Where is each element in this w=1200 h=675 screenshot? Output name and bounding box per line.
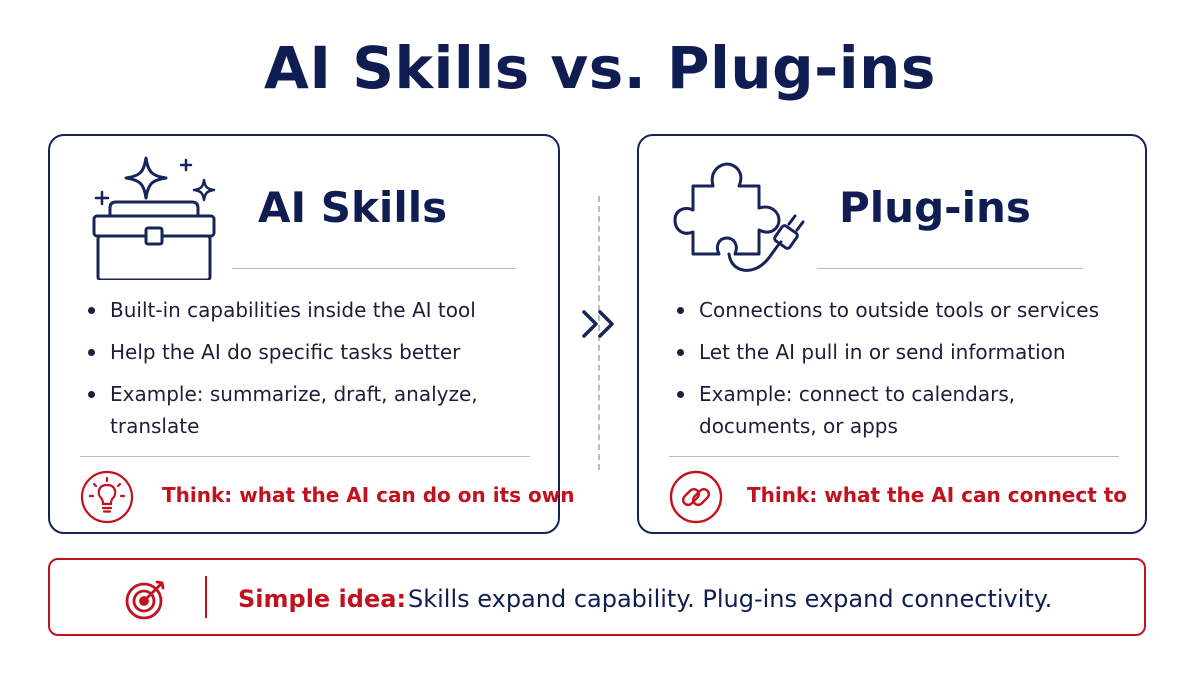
toolbox-sparkle-icon <box>92 156 216 280</box>
simple-idea-text: Skills expand capability. Plug-ins expan… <box>408 585 1053 613</box>
double-chevron-right-icon <box>582 310 614 338</box>
plug-ins-bullets: Connections to outside tools or services… <box>675 294 1115 452</box>
bullet-item: Help the AI do specific tasks better <box>86 336 526 368</box>
title-divider <box>232 268 516 269</box>
ai-skills-title: AI Skills <box>258 183 448 232</box>
bullet-item: Example: connect to calendars, documents… <box>675 378 1115 442</box>
bullet-item: Example: summarize, draft, analyze, tran… <box>86 378 526 442</box>
title-divider <box>817 268 1083 269</box>
think-caption: Think: what the AI can connect to <box>747 483 1128 507</box>
plug-ins-card: Plug-ins Connections to outside tools or… <box>637 134 1147 534</box>
center-divider <box>598 196 600 470</box>
puzzle-plug-icon <box>673 162 805 272</box>
target-icon <box>125 580 165 620</box>
think-divider <box>80 456 530 457</box>
link-icon <box>669 470 723 524</box>
page-title: AI Skills vs. Plug-ins <box>264 34 936 102</box>
think-divider <box>669 456 1119 457</box>
ai-skills-bullets: Built-in capabilities inside the AI tool… <box>86 294 526 452</box>
plug-ins-title: Plug-ins <box>839 183 1031 232</box>
ai-skills-card: AI Skills Built-in capabilities inside t… <box>48 134 574 534</box>
bullet-item: Built-in capabilities inside the AI tool <box>86 294 526 326</box>
separator-bar <box>205 576 207 618</box>
bullet-item: Connections to outside tools or services <box>675 294 1115 326</box>
think-caption: Think: what the AI can do on its own <box>162 483 575 507</box>
simple-idea-label: Simple idea: <box>238 585 407 613</box>
simple-idea-box: Simple idea: Skills expand capability. P… <box>48 558 1146 636</box>
bullet-item: Let the AI pull in or send information <box>675 336 1115 368</box>
lightbulb-icon <box>80 470 134 524</box>
